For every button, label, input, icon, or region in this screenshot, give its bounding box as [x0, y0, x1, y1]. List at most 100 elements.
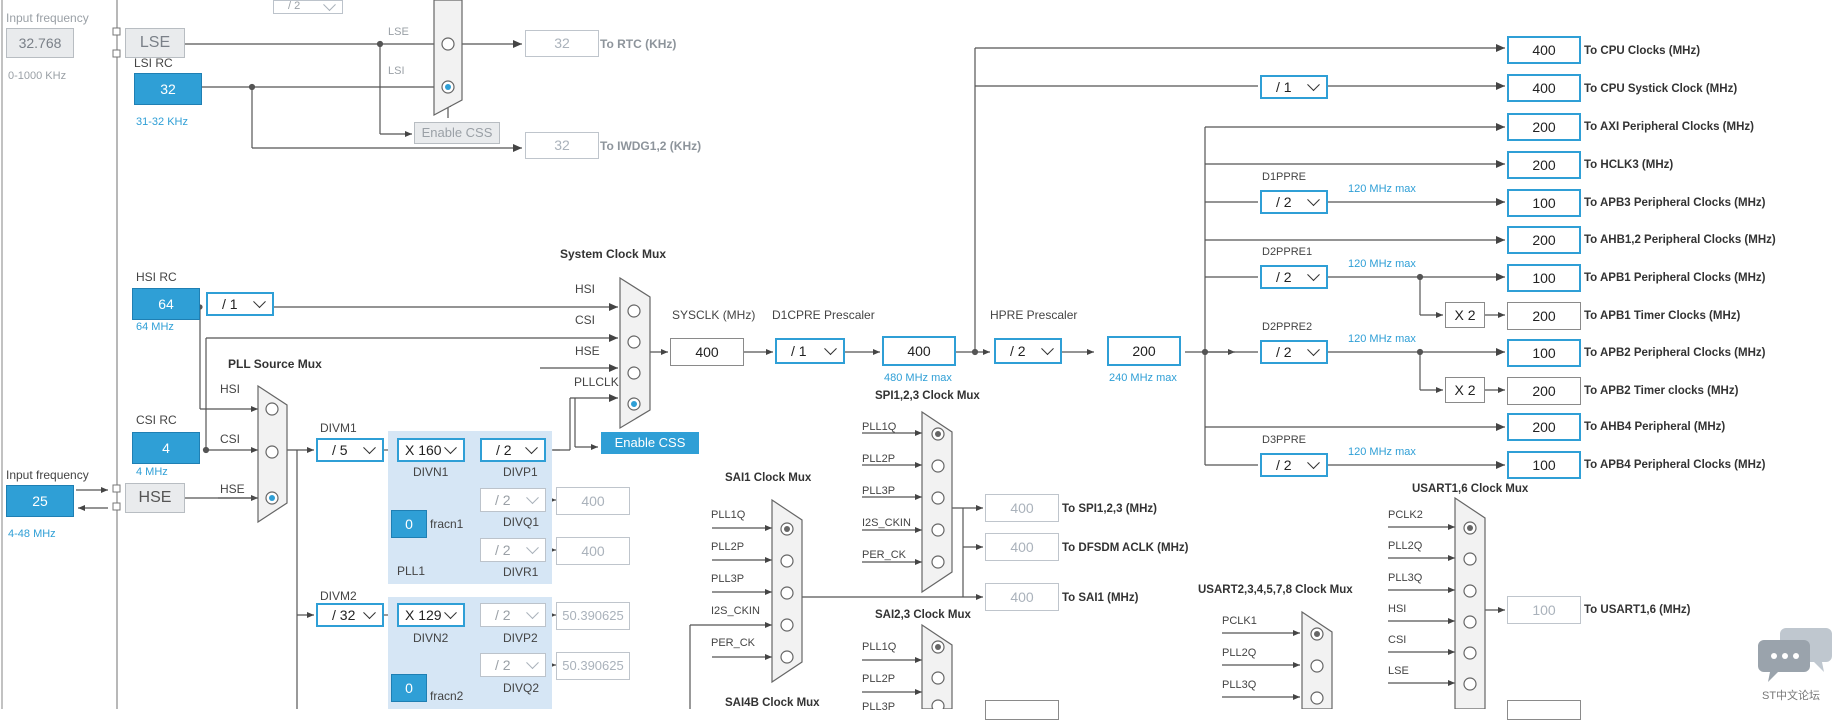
rtc-mux: [433, 0, 463, 117]
dfsdm-out-value: 400: [985, 533, 1059, 561]
divq1-value: 400: [556, 487, 630, 515]
usart16-in-pclk2: PCLK2: [1388, 509, 1423, 521]
dfsdm-out-label: To DFSDM ACLK (MHz): [1062, 542, 1189, 554]
d3ppre-max: 120 MHz max: [1348, 446, 1416, 458]
divm2-select[interactable]: / 32: [316, 603, 384, 627]
divq2-label: DIVQ2: [503, 681, 540, 695]
usart16-mux-title: USART1,6 Clock Mux: [1412, 483, 1529, 495]
hsi-divider-select[interactable]: / 1: [206, 292, 274, 316]
spi123-mux-title: SPI1,2,3 Clock Mux: [875, 390, 980, 402]
out-apb1-value: 100: [1507, 264, 1581, 292]
usart16-out-label: To USART1,6 (MHz): [1584, 604, 1691, 616]
hse-input-range: 4-48 MHz: [8, 528, 56, 540]
hsi-rc-label: HSI RC: [136, 270, 177, 284]
apb1-timer-multiplier: X 2: [1445, 302, 1485, 328]
usart16-in-pll3q: PLL3Q: [1388, 572, 1423, 584]
csi-rc-value: 4: [132, 432, 200, 464]
usart2-mux-title: USART2,3,4,5,7,8 Clock Mux: [1198, 584, 1353, 596]
d1ppre-label: D1PPRE: [1262, 171, 1307, 183]
d1ppre-max: 120 MHz max: [1348, 183, 1416, 195]
lse-input-value[interactable]: 32.768: [6, 28, 74, 58]
rtc-enable-css-button[interactable]: Enable CSS: [414, 122, 500, 144]
sysclk-value: 400: [670, 338, 744, 366]
d3ppre-select[interactable]: / 2: [1260, 453, 1328, 477]
divn1-label: DIVN1: [413, 465, 449, 479]
sai1-out-value: 400: [985, 583, 1059, 611]
sai1-in-per-ck: PER_CK: [711, 637, 756, 649]
rtc-top-divider[interactable]: / 2: [273, 0, 343, 14]
lsi-rc-label: LSI RC: [134, 56, 173, 70]
usart2-in-pll3q: PLL3Q: [1222, 679, 1257, 691]
usart2-in-pclk1: PCLK1: [1222, 615, 1257, 627]
hse-input-label: Input frequency: [6, 468, 89, 482]
usart16-in-hsi: HSI: [1388, 603, 1407, 615]
csi-rc-label: CSI RC: [136, 413, 177, 427]
d2ppre2-label: D2PPRE2: [1262, 321, 1313, 333]
divn2-select[interactable]: X 129: [397, 603, 465, 627]
usart16-in-pll2q: PLL2Q: [1388, 540, 1423, 552]
divp1-label: DIVP1: [503, 465, 538, 479]
spi-in-pll1q: PLL1Q: [862, 421, 897, 433]
rtc-mux-lse-label: LSE: [388, 26, 409, 38]
divq2-select[interactable]: / 2: [480, 653, 546, 677]
sai23-clock-mux: [921, 623, 953, 709]
usart2-in-pll2q: PLL2Q: [1222, 647, 1257, 659]
hpre-label: HPRE Prescaler: [990, 308, 1078, 322]
iwdg-value: 32: [525, 132, 599, 159]
divm1-select[interactable]: / 5: [316, 438, 384, 462]
d1cpre-select[interactable]: / 1: [775, 338, 845, 364]
out-ahb4-label: To AHB4 Peripheral (MHz): [1584, 421, 1726, 433]
out-apb2-timer-label: To APB2 Timer clocks (MHz): [1584, 385, 1739, 397]
hpre-output-value: 200: [1107, 336, 1181, 366]
out-apb1-timer-label: To APB1 Timer Clocks (MHz): [1584, 310, 1741, 322]
systick-divider-select[interactable]: / 1: [1260, 75, 1328, 99]
hse-input-value[interactable]: 25: [6, 485, 74, 517]
divq1-select[interactable]: / 2: [480, 488, 546, 512]
sai23-in-pll3p: PLL3P: [862, 701, 896, 713]
rtc-value: 32: [525, 30, 599, 57]
divm1-label: DIVM1: [320, 421, 357, 435]
enable-css-button[interactable]: Enable CSS: [601, 432, 699, 454]
divp1-select[interactable]: / 2: [480, 438, 546, 462]
fracn2-value[interactable]: 0: [391, 674, 427, 702]
divr1-label: DIVR1: [503, 565, 539, 579]
pll-source-in-hsi: HSI: [220, 382, 241, 396]
system-clock-mux-title: System Clock Mux: [560, 247, 667, 261]
d2ppre1-select[interactable]: / 2: [1260, 265, 1328, 289]
system-mux-in-csi: CSI: [575, 313, 596, 327]
pll-source-mux-title: PLL Source Mux: [228, 357, 322, 371]
hsi-rc-freq: 64 MHz: [136, 321, 174, 333]
out-ahb4-value: 200: [1507, 413, 1581, 441]
divp2-label: DIVP2: [503, 631, 538, 645]
d3ppre-label: D3PPRE: [1262, 434, 1307, 446]
usart16-in-lse: LSE: [1388, 665, 1409, 677]
divn1-select[interactable]: X 160: [397, 438, 465, 462]
usart16-out-value: 100: [1507, 596, 1581, 624]
divr1-select[interactable]: / 2: [480, 538, 546, 562]
divp2-select[interactable]: / 2: [480, 603, 546, 627]
lsi-rc-range: 31-32 KHz: [136, 116, 188, 128]
out-systick-value: 400: [1507, 74, 1581, 102]
divn2-label: DIVN2: [413, 631, 449, 645]
lse-input-label: Input frequency: [6, 11, 89, 25]
fracn1-value[interactable]: 0: [391, 510, 427, 538]
d2ppre1-label: D2PPRE1: [1262, 246, 1313, 258]
system-mux-in-hsi: HSI: [575, 282, 596, 296]
out-ahb12-value: 200: [1507, 226, 1581, 254]
sai1-in-pll1q: PLL1Q: [711, 509, 746, 521]
sysclk-label: SYSCLK (MHz): [672, 308, 756, 322]
sai23-in-pll1q: PLL1Q: [862, 641, 897, 653]
out-apb1-timer-value: 200: [1507, 302, 1581, 330]
hpre-select[interactable]: / 2: [994, 338, 1062, 364]
out-axi-label: To AXI Peripheral Clocks (MHz): [1584, 121, 1754, 133]
out-apb2-value: 100: [1507, 339, 1581, 367]
spi-in-per-ck: PER_CK: [862, 549, 907, 561]
divp2-value: 50.390625: [556, 602, 630, 630]
divq1-label: DIVQ1: [503, 515, 540, 529]
out-apb4-label: To APB4 Peripheral Clocks (MHz): [1584, 459, 1766, 471]
divm2-label: DIVM2: [320, 589, 357, 603]
d1ppre-select[interactable]: / 2: [1260, 190, 1328, 214]
sai1-in-i2s-ckin: I2S_CKIN: [711, 605, 760, 617]
d2ppre2-select[interactable]: / 2: [1260, 340, 1328, 364]
